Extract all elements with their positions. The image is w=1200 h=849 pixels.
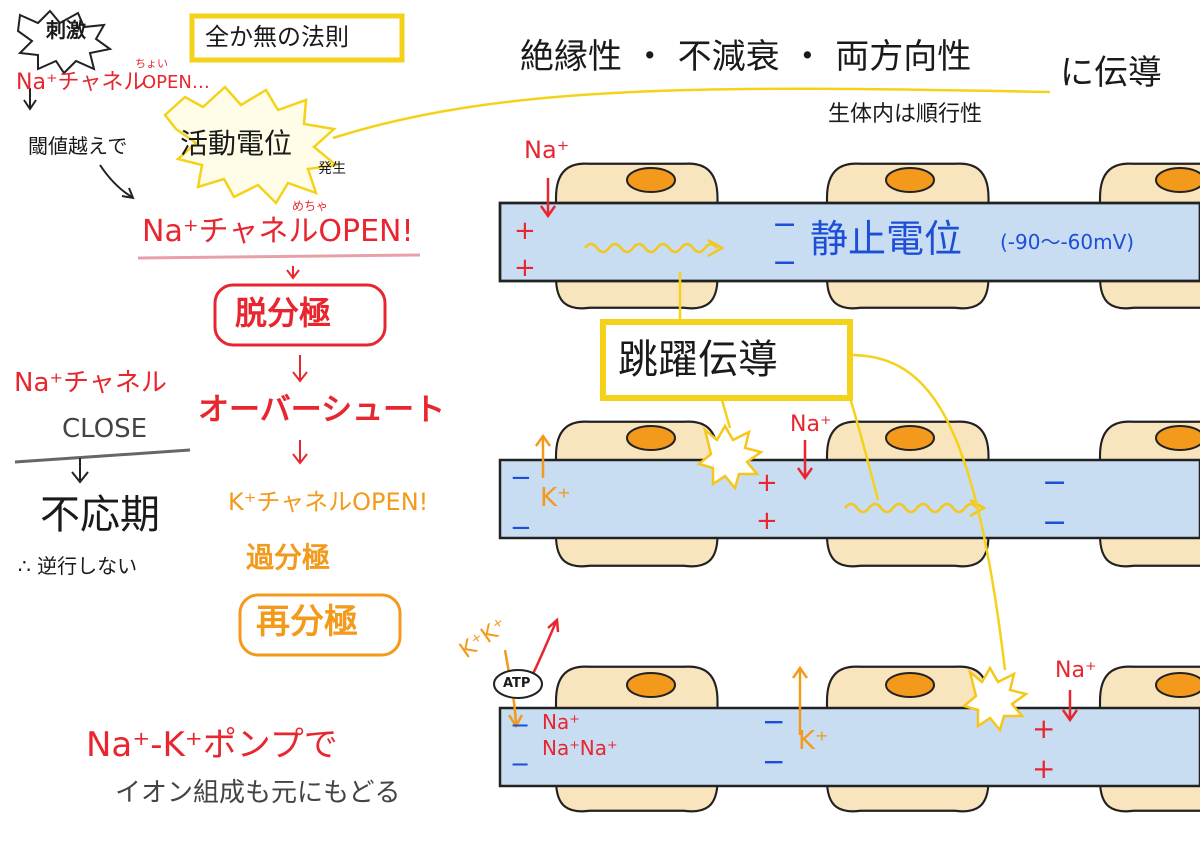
resting-range-label: (-90～-60mV) — [1000, 230, 1135, 254]
na-group-label: Na⁺ — [542, 710, 580, 734]
depolarization-label: 脱分極 — [235, 294, 332, 332]
atp-label: ATP — [503, 676, 531, 691]
plus-sign: + — [1032, 712, 1056, 745]
na-group-label: Na⁺Na⁺ — [542, 736, 618, 760]
hyperpolarization-label: 過分極 — [246, 541, 331, 574]
burst-icon — [961, 665, 1029, 733]
minus-sign: − — [510, 711, 531, 739]
link-line — [720, 399, 732, 429]
chotto-label: ちょい — [135, 57, 168, 70]
na-ion-label: Na⁺ — [1055, 658, 1097, 683]
action-burst — [163, 85, 339, 206]
minus-sign: − — [762, 745, 786, 778]
minus-sign: − — [510, 750, 531, 778]
na-channel-slight-label: Na⁺チャネル — [16, 70, 146, 95]
conduction-label: に伝導 — [1060, 53, 1162, 93]
burst-icon — [696, 423, 764, 491]
axon-row-2 — [498, 420, 1200, 568]
no-reverse-label: ∴ 逆行しない — [18, 554, 138, 578]
nucleus-icon — [626, 425, 676, 451]
refractory-label: 不応期 — [40, 492, 160, 538]
generated-label: 発生 — [318, 161, 346, 177]
all-or-none-box — [189, 13, 405, 63]
nucleus-icon — [626, 167, 676, 193]
k-ion-label: K⁺ — [540, 483, 571, 513]
resting-potential-label: 静止電位 — [810, 217, 963, 261]
nucleus-icon — [626, 672, 676, 698]
repolarization-label: 再分極 — [256, 602, 358, 642]
nucleus-icon — [885, 425, 935, 451]
atp-badge — [493, 669, 543, 699]
pump-label: Na⁺-K⁺ポンプで — [86, 725, 338, 765]
minus-sign: − — [772, 245, 798, 280]
minus-sign: − — [1042, 465, 1068, 500]
na-ion-label: Na⁺ — [524, 136, 570, 164]
saltatory-box — [600, 319, 853, 401]
minus-sign: − — [772, 207, 798, 242]
mecha-label: めちゃ — [292, 199, 329, 213]
in-vivo-label: 生体内は順行性 — [828, 102, 983, 127]
minus-sign: − — [510, 513, 532, 543]
threshold-label: 閾値越えで — [28, 134, 128, 158]
link-line — [849, 353, 1007, 671]
close-label: CLOSE — [62, 414, 148, 444]
plus-sign: + — [756, 468, 778, 498]
axon-row-1 — [498, 162, 1200, 310]
overshoot-label: オーバーシュート — [198, 392, 446, 428]
plus-sign: + — [756, 506, 778, 536]
pump-out-arrow — [528, 621, 558, 681]
nucleus-icon — [885, 672, 935, 698]
signal-wave — [584, 242, 718, 254]
all-or-none-title: 全か無の法則 — [205, 23, 349, 51]
minus-sign: − — [1042, 505, 1068, 540]
k-open-label: K⁺チャネルOPEN! — [228, 488, 429, 516]
nucleus-icon — [1155, 672, 1200, 698]
signal-wave — [844, 502, 978, 514]
link-line — [848, 397, 880, 501]
na-channel-close-label: Na⁺チャネル — [14, 368, 167, 398]
minus-sign: − — [762, 705, 786, 738]
slight-open-label: OPEN… — [142, 72, 210, 93]
stimulus-burst — [16, 9, 113, 75]
axon-row-3 — [493, 617, 1200, 813]
restore-label: イオン組成も元にもどる — [115, 778, 401, 808]
na-ion-label: Na⁺ — [790, 412, 832, 437]
saltatory-label: 跳躍伝導 — [618, 337, 778, 383]
nucleus-icon — [1155, 167, 1200, 193]
na-open-label: Na⁺チャネルOPEN! — [142, 214, 414, 249]
link-line — [332, 87, 1051, 140]
plus-sign: + — [514, 216, 536, 246]
repolarization-box — [238, 593, 402, 657]
plus-sign: + — [514, 253, 536, 283]
nucleus-icon — [1155, 425, 1200, 451]
stimulus-label: 刺激 — [46, 18, 86, 42]
minus-sign: − — [510, 463, 532, 493]
k-ion-label: K⁺ — [798, 726, 829, 756]
action-potential-label: 活動電位 — [180, 127, 293, 160]
underline-na-open — [137, 253, 421, 260]
properties-label: 絶縁性 ・ 不減衰 ・ 両方向性 — [520, 37, 972, 77]
nucleus-icon — [885, 167, 935, 193]
depolarization-box — [213, 283, 387, 347]
plus-sign: + — [1032, 752, 1056, 785]
